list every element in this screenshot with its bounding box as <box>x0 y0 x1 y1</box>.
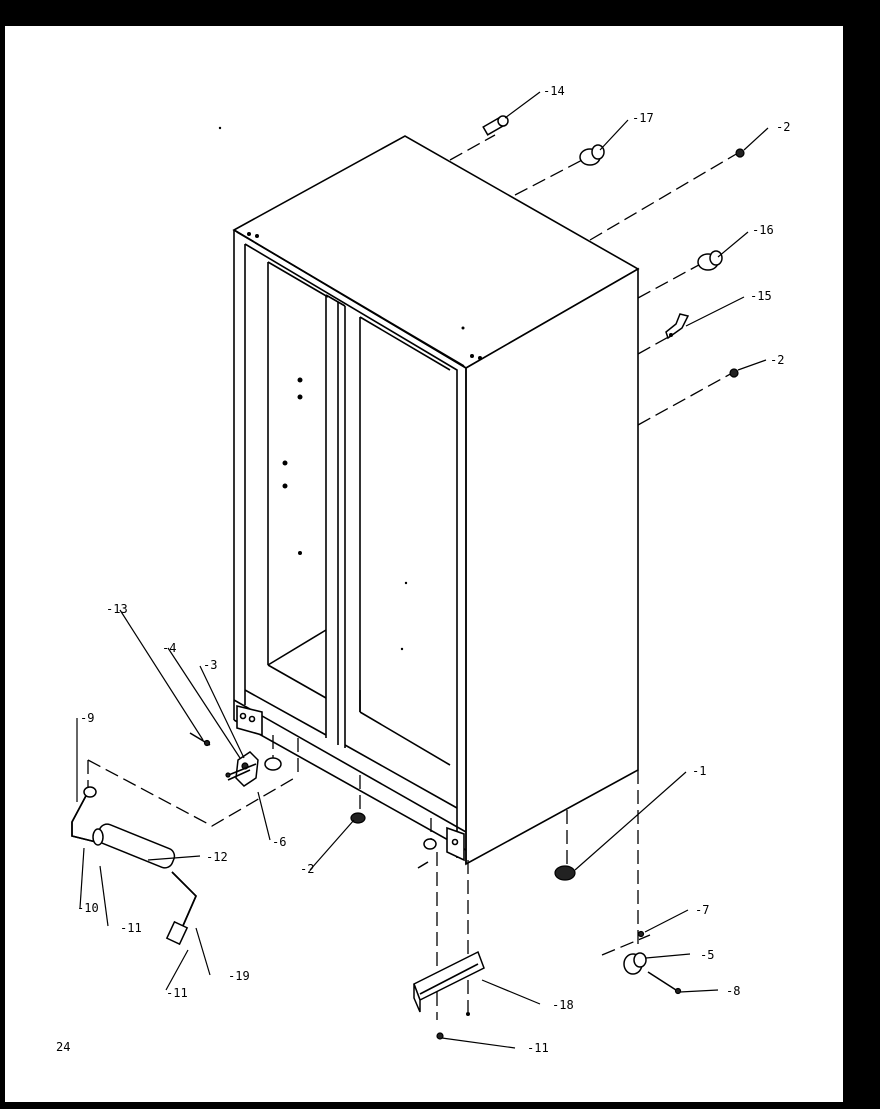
leveling-foot-icon <box>264 757 282 771</box>
callout-12: -12 <box>206 850 228 864</box>
callout-2: -2 <box>770 353 784 367</box>
callout-4: -4 <box>162 641 176 655</box>
part-11-screw-icon <box>436 1032 444 1040</box>
part-1-foot-icon <box>554 865 576 881</box>
part-12-accumulator-icon <box>92 823 176 869</box>
callout-2: -2 <box>300 862 314 876</box>
part-9-tube-icon <box>71 786 97 843</box>
callout-19: -19 <box>228 969 250 983</box>
cabinet-body <box>218 126 640 866</box>
part-15-icon <box>665 313 690 340</box>
callout-7: -7 <box>695 903 709 917</box>
part-16-icon <box>697 250 723 271</box>
callout-3: -3 <box>203 658 217 672</box>
part-2-nut-icon <box>735 148 745 158</box>
callout-11: -11 <box>527 1041 549 1055</box>
callout-labels: -14 -17 -2 -16 -15 -2 -13 -4 -3 -9 -6 -1… <box>77 84 790 1055</box>
callout-14: -14 <box>543 84 565 98</box>
part-17-icon <box>579 144 605 166</box>
part-2-nut-icon <box>350 812 366 824</box>
leader-lines <box>76 91 769 1049</box>
explosion-lines <box>87 134 739 1020</box>
callout-6: -6 <box>272 835 286 849</box>
callout-1: -1 <box>692 764 706 778</box>
diagram-sheet: -14 -17 -2 -16 -15 -2 -13 -4 -3 -9 -6 -1… <box>5 26 843 1102</box>
exploded-parts-diagram: -14 -17 -2 -16 -15 -2 -13 -4 -3 -9 -6 -1… <box>56 84 790 1055</box>
part-8-screw-icon <box>647 971 682 995</box>
part-13-screw-icon <box>189 732 211 747</box>
callout-17: -17 <box>632 111 654 125</box>
callout-5: -5 <box>700 948 714 962</box>
callout-18: -18 <box>552 998 574 1012</box>
callout-15: -15 <box>750 289 772 303</box>
part-18-bracket-icon <box>413 950 485 1016</box>
callout-11: -11 <box>166 986 188 1000</box>
part-4-3-hinge-icon <box>227 751 259 787</box>
callout-16: -16 <box>752 223 774 237</box>
part-7-washer-icon <box>637 930 645 938</box>
part-6-screw-icon <box>225 763 257 778</box>
part-2-nut-icon <box>729 368 739 378</box>
callout-13: -13 <box>106 602 128 616</box>
callout-10: -10 <box>77 901 99 915</box>
part-5-roller-icon <box>623 952 647 975</box>
part-nut-icon <box>423 838 437 850</box>
parts <box>71 115 745 1040</box>
callout-9: -9 <box>80 711 94 725</box>
callout-2: -2 <box>776 120 790 134</box>
part-14-icon <box>482 115 509 136</box>
callout-11: -11 <box>120 921 142 935</box>
part-19-tube-end-icon <box>165 871 197 946</box>
page-number: 24 <box>56 1040 70 1054</box>
callout-8: -8 <box>726 984 740 998</box>
